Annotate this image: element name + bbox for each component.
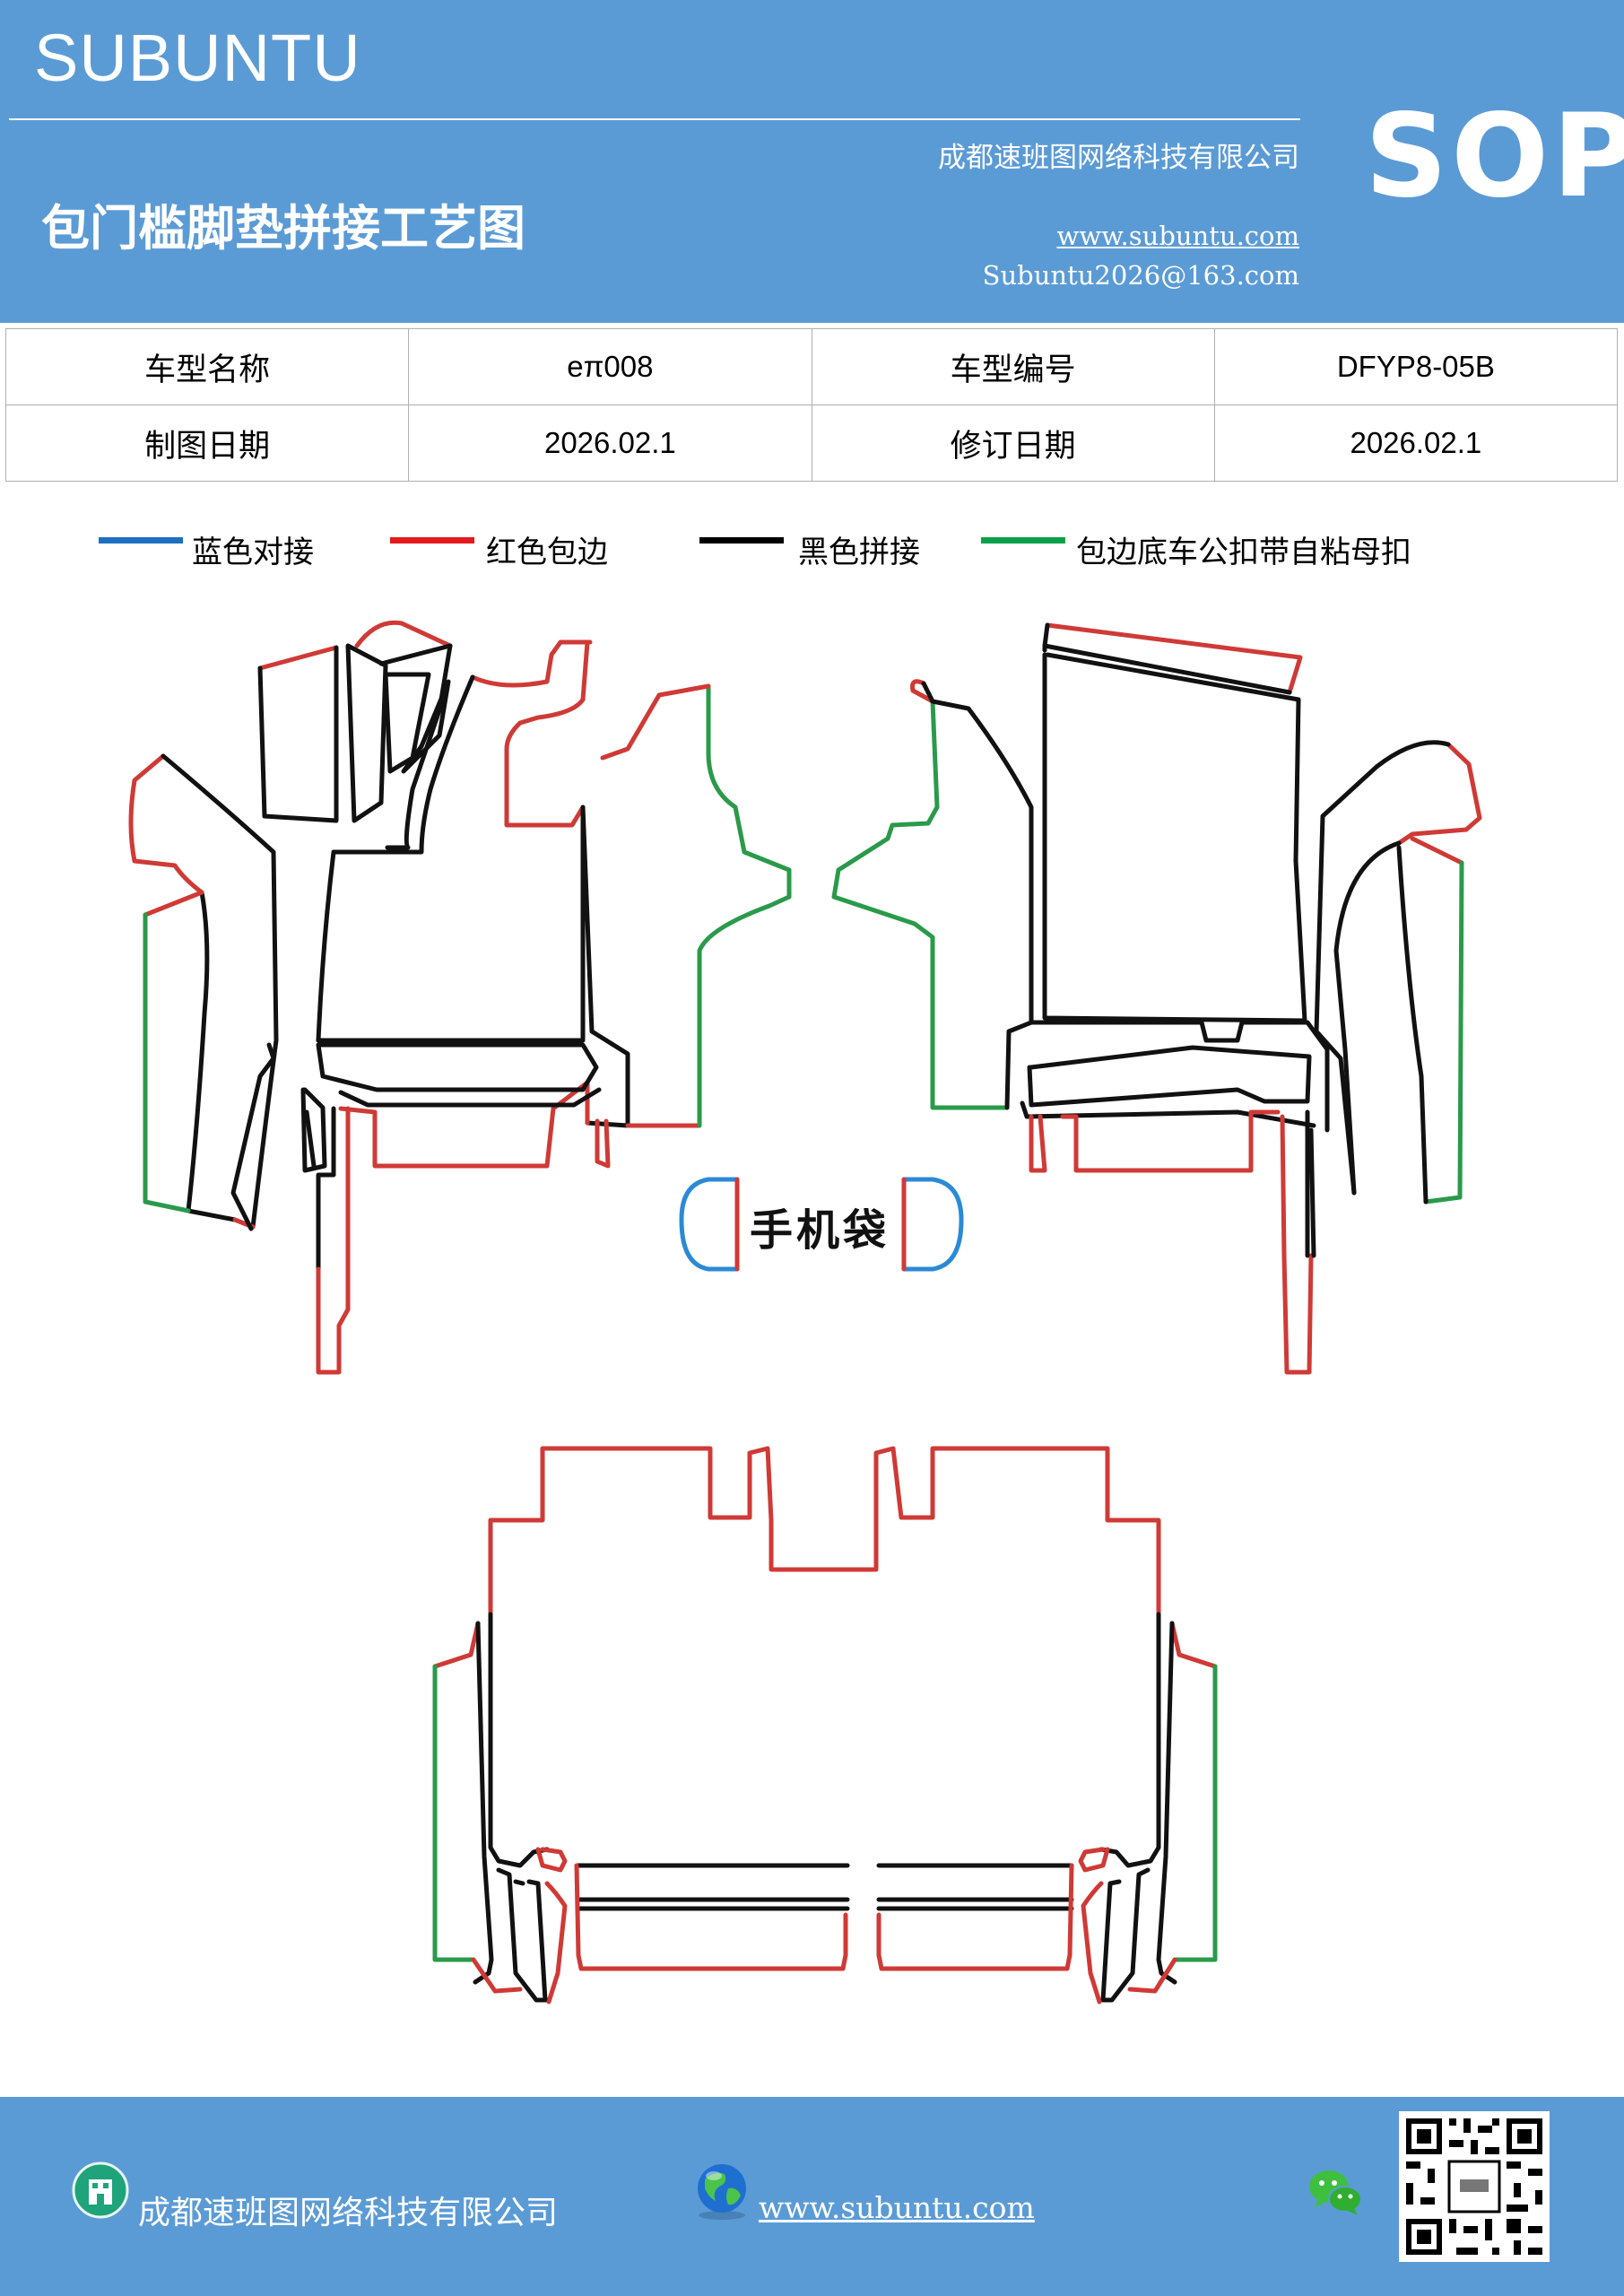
- phone-pocket-label: 手机袋: [750, 1205, 890, 1256]
- right-front-mat: [831, 622, 1482, 1375]
- legend-red-label: 红色包边: [486, 535, 608, 570]
- phone-pocket: [679, 1177, 964, 1272]
- document-title: 包门槛脚垫拼接工艺图: [41, 199, 525, 257]
- header-email: Subuntu2026@163.com: [982, 260, 1299, 291]
- model-code-value: DFYP8-05B: [1213, 328, 1619, 405]
- model-name-value: eπ008: [408, 328, 812, 405]
- footer-company: 成都速班图网络科技有限公司: [138, 2195, 559, 2231]
- model-name-label: 车型名称: [4, 328, 410, 405]
- revise-date-label: 修订日期: [811, 404, 1215, 482]
- header-company: 成都速班图网络科技有限公司: [938, 142, 1299, 174]
- footer-banner: 成都速班图网络科技有限公司 www.subuntu.com: [0, 2097, 1624, 2296]
- legend-green-label: 包边底车公扣带自粘母扣: [1076, 535, 1411, 570]
- legend-black-swatch: [699, 537, 784, 544]
- header-banner: SUBUNTU 成都速班图网络科技有限公司 包门槛脚垫拼接工艺图 www.sub…: [0, 0, 1624, 323]
- info-table: 车型名称 eπ008 车型编号 DFYP8-05B 制图日期 2026.02.1…: [4, 328, 1619, 482]
- color-legend: 蓝色对接 红色包边 黑色拼接 包边底车公扣带自粘母扣: [0, 527, 1624, 572]
- header-website-link[interactable]: www.subuntu.com: [1056, 221, 1299, 251]
- brand-name: SUBUNTU: [34, 21, 361, 95]
- revise-date-value: 2026.02.1: [1213, 404, 1619, 482]
- legend-red-swatch: [390, 537, 474, 544]
- legend-black-label: 黑色拼接: [798, 535, 920, 570]
- qr-code[interactable]: [1399, 2111, 1550, 2262]
- building-icon: [72, 2161, 129, 2219]
- globe-icon: [698, 2164, 746, 2220]
- sop-badge: SOP: [1365, 90, 1624, 223]
- draw-date-value: 2026.02.1: [408, 404, 812, 482]
- table-row: 制图日期 2026.02.1 修订日期 2026.02.1: [4, 404, 1619, 482]
- legend-blue-label: 蓝色对接: [192, 535, 314, 570]
- legend-blue-swatch: [99, 537, 183, 544]
- legend-green-swatch: [981, 537, 1065, 544]
- footer-website-link[interactable]: www.subuntu.com: [759, 2190, 1035, 2225]
- wechat-icon: [1309, 2170, 1362, 2215]
- left-front-mat: [128, 620, 792, 1375]
- rear-mat: [432, 1446, 1218, 2005]
- model-code-label: 车型编号: [811, 328, 1215, 405]
- table-row: 车型名称 eπ008 车型编号 DFYP8-05B: [4, 328, 1619, 405]
- header-divider: [9, 118, 1300, 120]
- draw-date-label: 制图日期: [4, 404, 410, 482]
